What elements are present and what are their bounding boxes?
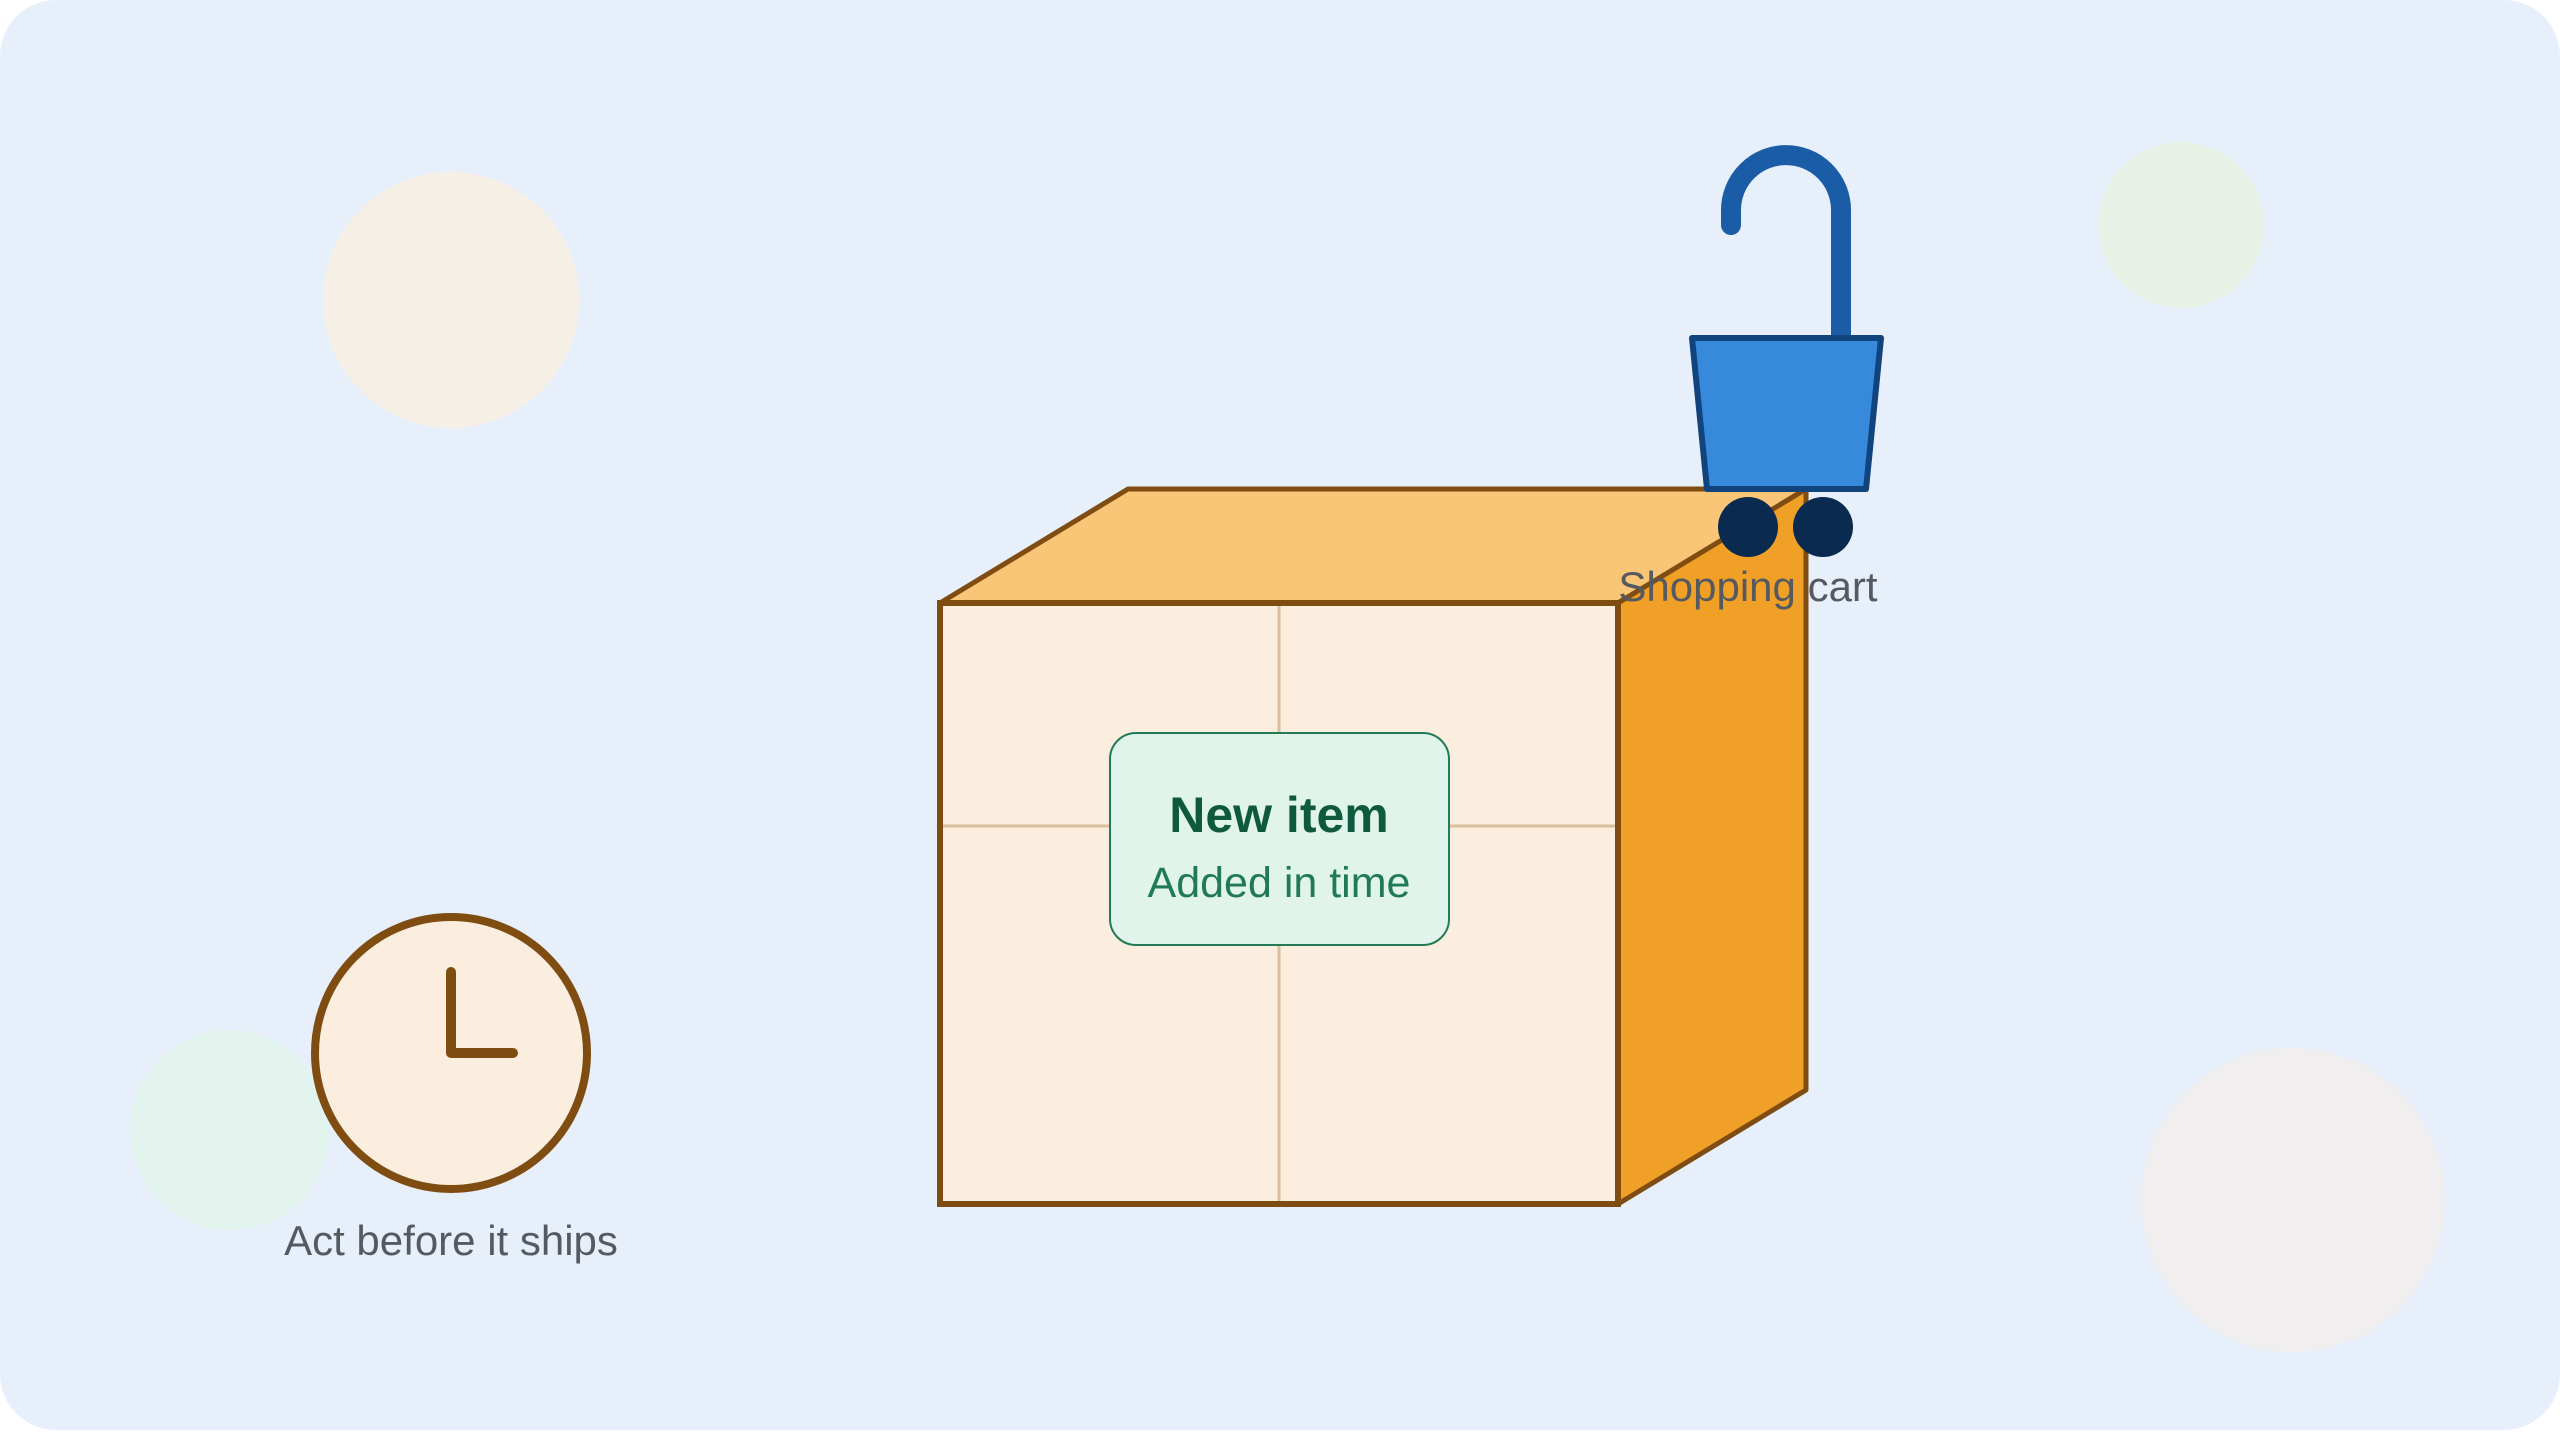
label-subtitle: Added in time	[1148, 859, 1411, 907]
label-title: New item	[1169, 787, 1389, 843]
shopping-cart-icon: Shopping cart	[1618, 145, 1884, 610]
cart-basket	[1689, 335, 1884, 492]
package-box-icon: New item Added in time	[937, 486, 1809, 1207]
decor-circle-top-right	[2098, 142, 2264, 308]
decor-circle-top-left	[323, 172, 579, 428]
cart-caption: Shopping cart	[1618, 563, 1878, 610]
decor-circle-bottom-right	[2141, 1048, 2445, 1352]
new-item-label: New item Added in time	[1109, 732, 1450, 946]
cart-handle	[1721, 145, 1851, 348]
clock-icon: Act before it ships	[284, 913, 618, 1264]
label-card	[1109, 732, 1450, 946]
decor-circle-bottom-left	[130, 1030, 330, 1230]
clock-caption: Act before it ships	[284, 1217, 618, 1264]
cart-wheel-left	[1718, 497, 1778, 557]
cart-wheel-right	[1793, 497, 1853, 557]
clock-hands	[446, 967, 518, 1058]
